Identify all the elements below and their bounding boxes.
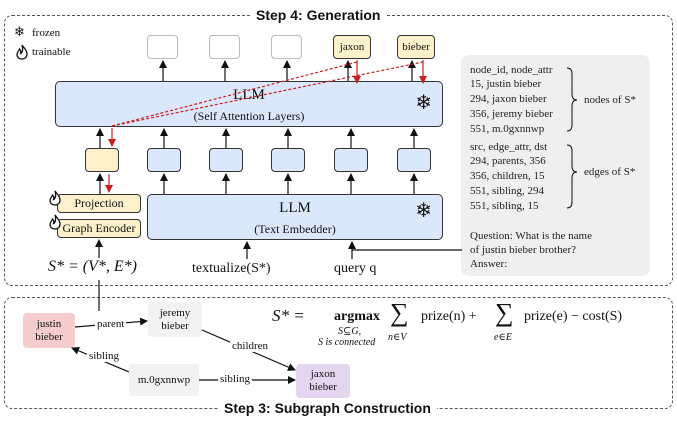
nodes-brace-label: nodes of S* [584,94,636,106]
graph-encoder-box: Graph Encoder [57,219,141,238]
edge-label-sibling: sibling [87,350,121,362]
llm-bottom-subtitle: (Text Embedder) [254,222,336,236]
edges-brace-label: edges of S* [584,166,636,178]
nodes-line: 294, jaxon bieber [470,93,547,105]
text-token-box [271,148,305,172]
formula-sum1-term: prize(n) + [421,309,477,324]
edge-label-children: children [230,340,271,352]
graph-encoder-label: Graph Encoder [62,221,136,235]
formula-sum1-sub: n∈V [388,332,407,343]
generation-title: Step 4: Generation [250,7,387,23]
projection-box: Projection [57,194,141,213]
node-label: m.0gxnnwp [137,373,191,386]
graph-symbol: S* = (V*, E*) [48,258,137,275]
formula-lhs: S* = [272,306,305,325]
sum-symbol: ∑ [390,298,409,327]
question-line: Answer: [470,258,508,270]
llm-bottom-title: LLM [279,200,311,216]
graph-token-box [85,148,119,172]
snowflake-icon: ❄ [14,25,25,40]
formula-argmax: argmax [334,309,380,324]
output-placeholder-box [209,35,240,59]
text-token-box [397,148,431,172]
output-token-bieber: bieber [397,35,435,59]
edges-line: 294, parents, 356 [470,155,546,167]
nodes-brace [566,67,578,132]
projection-label: Projection [74,196,124,210]
text-token-box [209,148,243,172]
edge-label-parent: parent [95,318,127,330]
flame-icon [16,44,28,60]
edges-brace [566,144,578,209]
formula-argmax-sub1: S⊆G, [338,326,362,337]
legend-label-frozen: frozen [32,27,61,39]
textualize-label: textualize(S*) [192,261,271,276]
textualized-prompt-panel [461,55,650,276]
sum-symbol: ∑ [495,298,514,327]
formula-sum2-sub: e∈E [494,332,512,343]
snowflake-icon: ❄ [415,90,432,114]
output-token-jaxon: jaxon [333,35,371,59]
edges-line: 551, sibling, 15 [470,200,539,212]
text-token-box [334,148,368,172]
edges-line: 551, sibling, 294 [470,185,544,197]
edges-line: 356, children, 15 [470,170,545,182]
query-label: query q [334,261,377,276]
nodes-line: 551, m.0gxnnwp [470,123,545,135]
question-line: Question: What is the name [470,230,592,242]
nodes-line: node_id, node_attr [470,64,553,76]
text-token-box [147,148,181,172]
edges-line: src, edge_attr, dst [470,141,548,153]
nodes-line: 356, jeremy bieber [470,108,553,120]
question-line: of justin bieber brother? [470,244,576,256]
nodes-line: 15, justin bieber [470,78,542,90]
subgraph-title: Step 3: Subgraph Construction [218,400,437,416]
flame-icon [49,190,61,206]
edge-label-sibling: sibling [218,373,252,385]
output-placeholder-box [271,35,302,59]
llm-self-attention: LLM (Self Attention Layers) ❄ [55,81,443,127]
feedback-dashed-line [111,61,358,127]
llm-text-embedder: LLM (Text Embedder) ❄ [147,194,443,240]
feedback-dashed-line [111,61,424,127]
output-placeholder-box [147,35,178,59]
formula-argmax-sub2: S is connected [318,337,376,348]
formula-sum2-term: prize(e) − cost(S) [524,309,623,324]
snowflake-icon: ❄ [415,198,432,222]
llm-top-subtitle: (Self Attention Layers) [193,109,305,123]
node-m0gxnnwp: m.0gxnnwp [129,364,199,396]
flame-icon [49,214,61,230]
legend-label-trainable: trainable [32,46,71,58]
